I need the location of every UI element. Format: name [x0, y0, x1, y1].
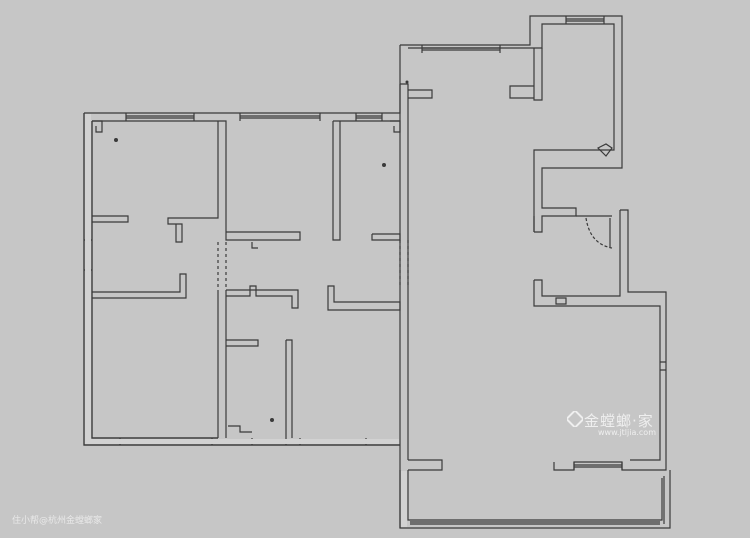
- wall-fill-bottom: [85, 439, 399, 444]
- fixture-dot-hall: [405, 80, 409, 84]
- window-top-mid: [239, 113, 321, 121]
- outer-wall-right-block: [399, 15, 623, 470]
- fixture-dot-bath: [270, 418, 274, 422]
- window-right-side: [660, 361, 666, 371]
- balcony-rail: [410, 476, 665, 525]
- room-wall-bedroom-2: [327, 120, 401, 311]
- column-top-left: [92, 120, 103, 133]
- image-credit: 住小帮@杭州金螳螂家: [12, 516, 103, 526]
- window-top-left: [125, 113, 195, 121]
- outer-wall-left-redraw: [83, 113, 401, 528]
- window-balcony-right: [573, 462, 623, 470]
- utility-box: [555, 297, 567, 305]
- window-corner-top: [565, 16, 605, 24]
- toilet-nook: [596, 143, 613, 157]
- outer-wall-left-block: [83, 84, 401, 446]
- balcony-wall: [399, 459, 671, 529]
- window-top-right: [355, 113, 383, 121]
- wall-fill-left: [85, 114, 91, 444]
- door-opening-left: [217, 242, 227, 290]
- fixture-dot-bedroom1: [114, 138, 118, 142]
- fixture-dot-bedroom2: [382, 163, 386, 167]
- watermark-brand: 金螳螂·家: [584, 412, 654, 430]
- room-wall-bedroom-1: [92, 120, 301, 243]
- door-leaf: [576, 215, 612, 248]
- brand-logo-icon: [567, 411, 583, 427]
- door-opening-right: [399, 240, 409, 286]
- watermark-url: www.jtljia.com: [598, 428, 656, 437]
- wall-stub-top: [408, 48, 543, 101]
- door-swing: [585, 217, 613, 249]
- wall-fill-right-bottom: [401, 471, 407, 527]
- room-wall-center: [92, 242, 258, 438]
- window-top-right-block: [421, 45, 501, 53]
- room-wall-bath: [226, 285, 299, 438]
- column-mid: [390, 120, 401, 133]
